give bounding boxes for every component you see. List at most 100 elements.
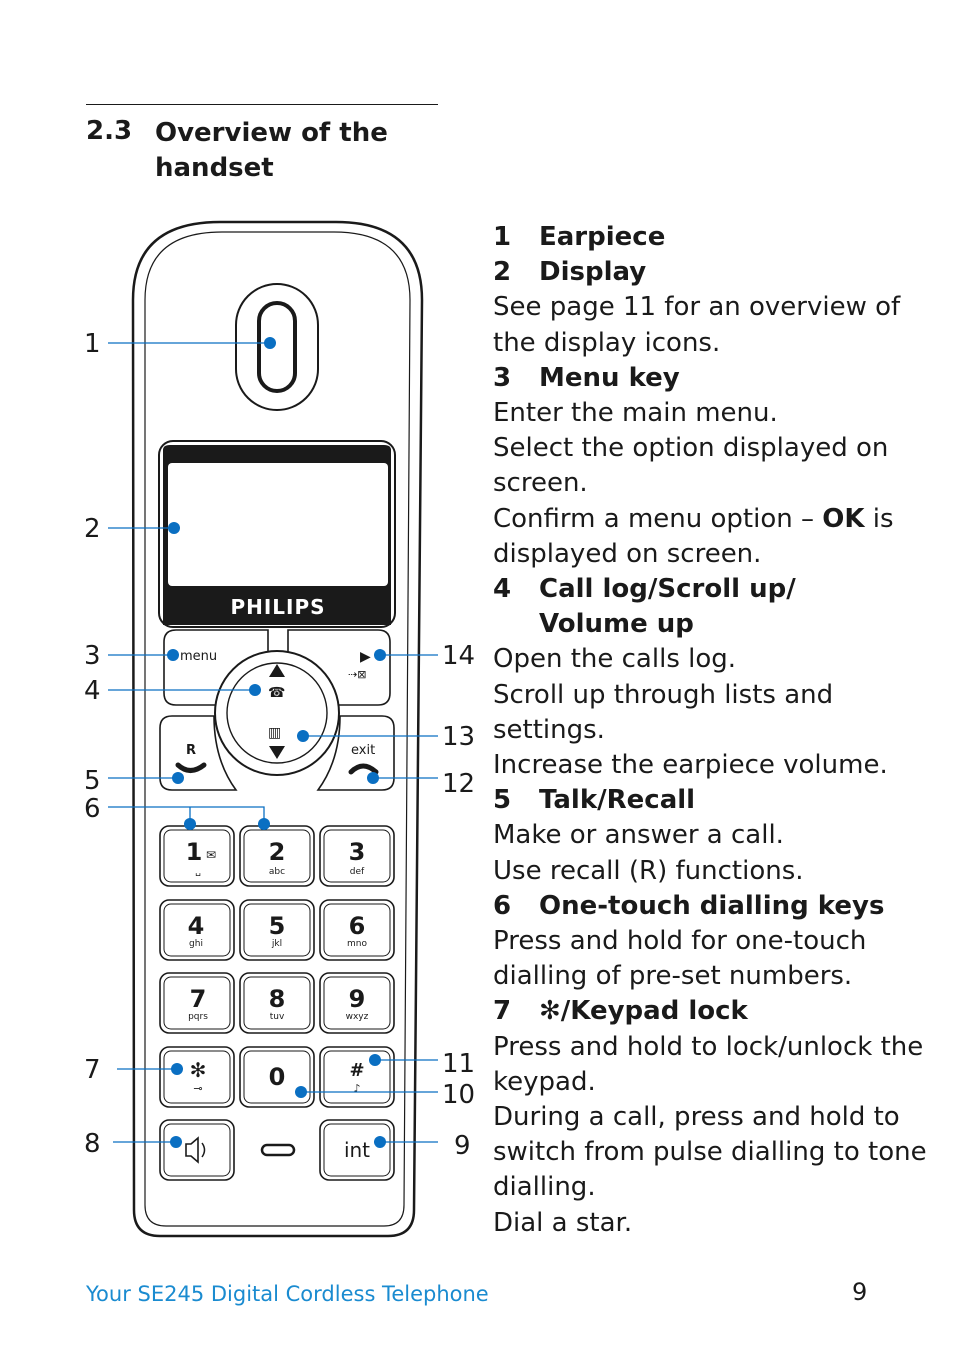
item-6-text: Press and hold for one-touch dialling of… [493, 926, 867, 992]
item-7-text-3: Dial a star. [493, 1207, 633, 1238]
scroll-down-icon [269, 746, 285, 759]
section-number: 2.3 [86, 116, 133, 146]
key-9: 9 wxyz [319, 972, 395, 1034]
svg-text:def: def [350, 867, 365, 877]
display-screen [168, 463, 388, 586]
callout-11: 11 [442, 1049, 476, 1079]
svg-text:6: 6 [349, 912, 366, 940]
key-1: 1 ✉ ␣ [159, 825, 235, 887]
space-icon: ␣ [195, 867, 201, 877]
callout-12: 12 [442, 769, 476, 799]
callout-9: 9 [454, 1131, 471, 1161]
item-3-text-2: Select the option displayed on screen. [493, 433, 889, 499]
footer-title: Your SE245 Digital Cordless Telephone [86, 1282, 489, 1306]
svg-text:8: 8 [269, 985, 286, 1013]
key-speaker [159, 1119, 235, 1181]
svg-text:2: 2 [269, 838, 286, 866]
section-title: Overview of the handset [155, 116, 388, 186]
svg-text:9: 9 [349, 985, 366, 1013]
svg-text:tuv: tuv [270, 1012, 285, 1022]
key-6: 6 mno [319, 899, 395, 961]
ringer-off-icon: ♪ [353, 1082, 360, 1095]
callout-7: 7 [84, 1055, 101, 1085]
key-0: 0 [239, 1046, 315, 1108]
item-7-text-2: During a call, press and hold to switch … [493, 1102, 927, 1203]
key-8: 8 tuv [239, 972, 315, 1034]
microphone-slot [260, 1143, 296, 1157]
play-icon: ▶ [360, 649, 371, 665]
key-star: ✻ ⊸ [159, 1046, 235, 1108]
callout-dots [167, 337, 386, 1148]
callout-2: 2 [84, 514, 101, 544]
callout-lines [108, 342, 438, 1143]
exit-label: exit [351, 743, 375, 758]
svg-text:4: 4 [188, 912, 205, 940]
menu-key-label: menu [180, 649, 217, 664]
end-call-icon [348, 763, 379, 775]
key-4: 4 ghi [159, 899, 235, 961]
svg-text:int: int [344, 1138, 370, 1162]
earpiece-slot [257, 301, 297, 393]
brand-logo: PHILIPS [230, 595, 325, 619]
voicemail-icon: ✉ [206, 848, 216, 862]
talk-icon [175, 762, 207, 773]
scroll-up-icon [269, 664, 285, 677]
svg-text:ghi: ghi [189, 939, 203, 949]
item-7-text-1: Press and hold to lock/unlock the keypad… [493, 1031, 924, 1097]
callout-13: 13 [442, 722, 476, 752]
svg-text:jkl: jkl [271, 939, 282, 949]
handset-inner-edge [144, 231, 411, 1227]
item-4-text-2: Scroll up through lists and settings. [493, 679, 834, 745]
key-3: 3 def [319, 825, 395, 887]
redial-mute-icon: ⇢⊠ [348, 668, 366, 681]
svg-text:pqrs: pqrs [188, 1012, 208, 1022]
page-number: 9 [852, 1278, 868, 1306]
callout-3: 3 [84, 641, 101, 671]
phonebook-icon: ▥ [268, 725, 281, 741]
callout-8: 8 [84, 1129, 101, 1159]
callout-5: 5 [84, 766, 101, 796]
callout-14: 14 [442, 641, 476, 671]
key-lock-icon: ⊸ [193, 1082, 202, 1095]
svg-text:✻: ✻ [190, 1058, 207, 1082]
svg-text:abc: abc [269, 867, 285, 877]
item-3-text-1: Enter the main menu. [493, 398, 778, 429]
item-5-text-1: Make or answer a call. [493, 820, 784, 851]
key-int: int [319, 1119, 395, 1181]
item-7-heading: 7✻/Keypad lock [493, 996, 748, 1027]
item-4-text-3: Increase the earpiece volume. [493, 750, 888, 781]
key-7: 7 pqrs [159, 972, 235, 1034]
svg-text:3: 3 [349, 838, 366, 866]
key-2: 2 abc [239, 825, 315, 887]
callout-6: 6 [84, 794, 101, 824]
section-rule [86, 104, 438, 105]
item-5-text-2: Use recall (R) functions. [493, 855, 804, 886]
key-5: 5 jkl [239, 899, 315, 961]
speaker-icon [185, 1136, 199, 1164]
svg-text:0: 0 [269, 1063, 286, 1091]
callout-4: 4 [84, 676, 101, 706]
item-2-text: See page 11 for an overview of the displ… [493, 292, 901, 358]
key-1-digit: 1 [186, 838, 203, 866]
talk-key [159, 715, 238, 791]
svg-text:#: # [349, 1060, 364, 1081]
svg-text:7: 7 [190, 985, 207, 1013]
callout-10: 10 [442, 1080, 476, 1110]
key-hash: # ♪ [319, 1046, 395, 1108]
svg-text:5: 5 [269, 912, 286, 940]
callout-1: 1 [84, 329, 101, 359]
section-title-line2: handset [155, 153, 274, 183]
item-4-text-1: Open the calls log. [493, 644, 737, 675]
svg-text:mno: mno [347, 939, 367, 949]
recall-label: R [186, 743, 196, 758]
item-3-text-3: Confirm a menu option – OK is displayed … [493, 503, 894, 569]
call-log-icon: ☎ [268, 685, 285, 701]
